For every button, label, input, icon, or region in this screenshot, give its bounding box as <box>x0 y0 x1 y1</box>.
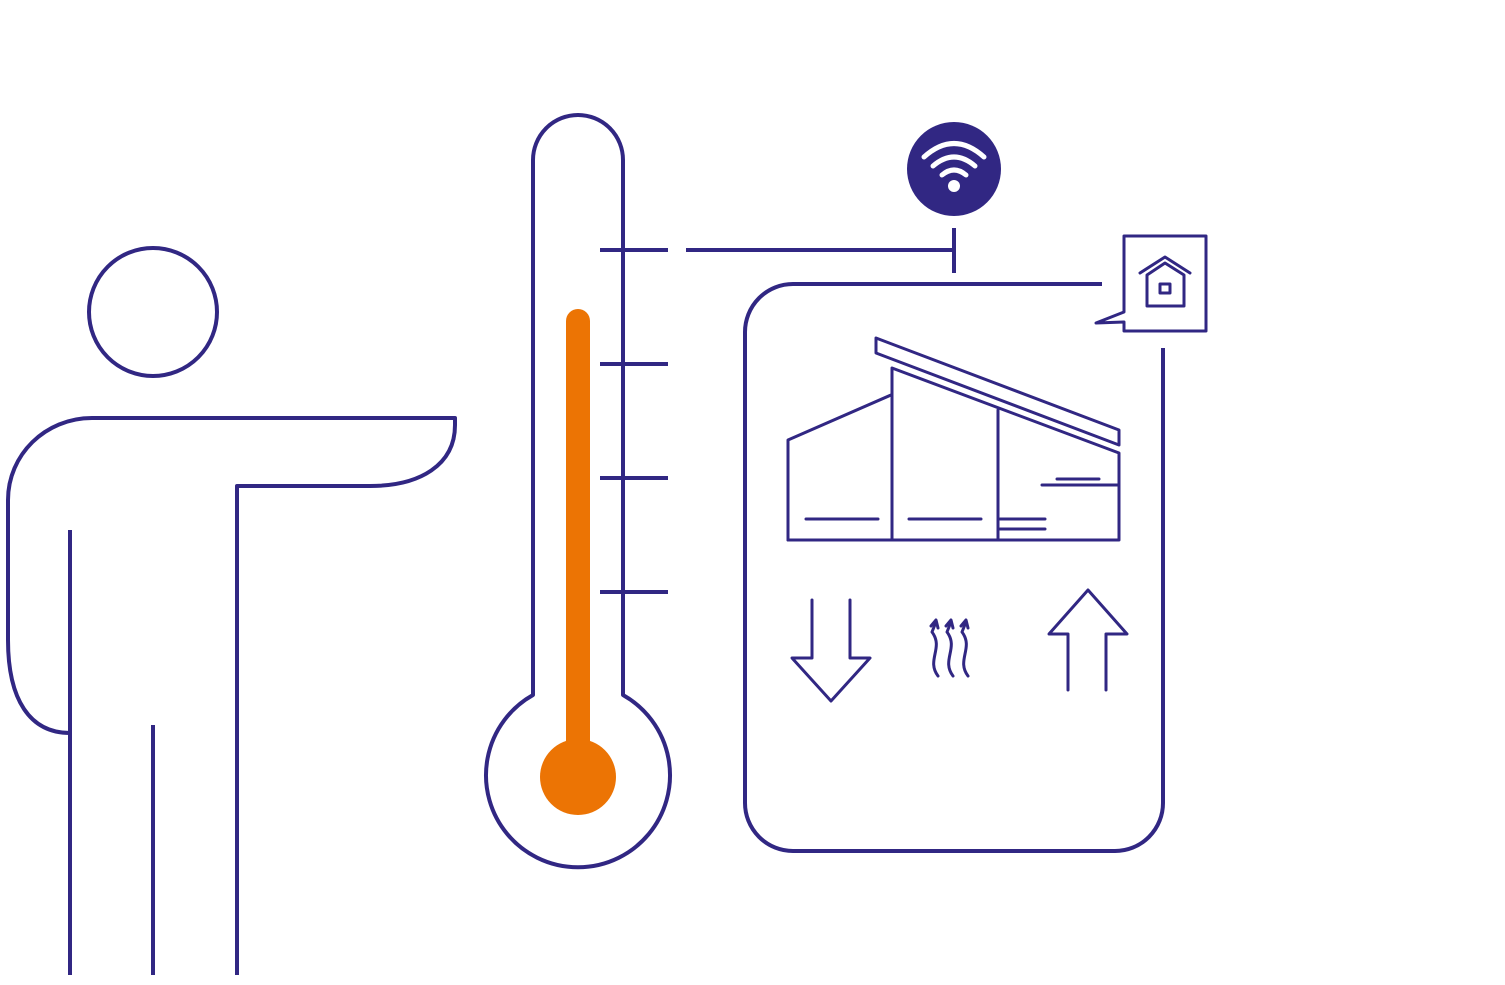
thermometer-icon <box>484 113 672 870</box>
wifi-icon <box>907 122 1001 216</box>
person-icon <box>6 246 457 975</box>
thermometer-bulb <box>540 739 616 815</box>
thermostat-panel <box>743 282 1165 853</box>
connection-line <box>686 228 956 273</box>
house-icon <box>786 336 1121 542</box>
arrow-up-icon <box>1047 588 1129 692</box>
heat-waves-icon <box>929 618 970 678</box>
smart-home-icon <box>1094 234 1208 333</box>
arrow-down-icon <box>790 598 872 703</box>
